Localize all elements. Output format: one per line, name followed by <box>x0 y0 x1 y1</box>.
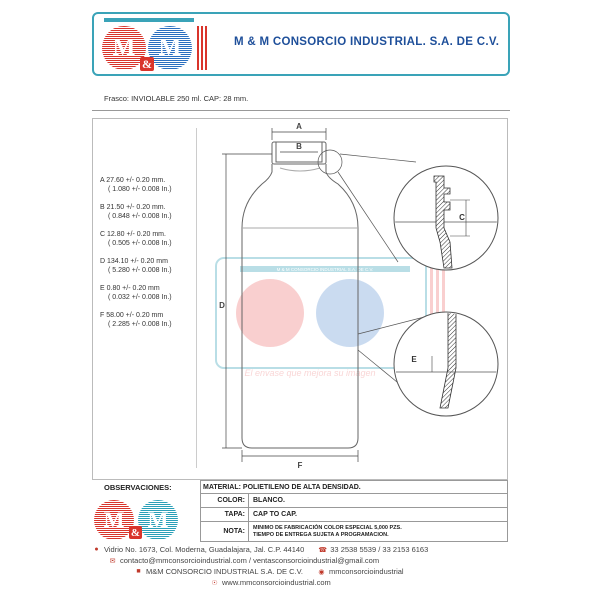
svg-text:M: M <box>148 507 169 532</box>
company-logo: M M & <box>100 18 210 71</box>
globe-icon: ☉ <box>211 579 218 587</box>
color-key: COLOR: <box>201 494 249 507</box>
nota-value: MINIMO DE FABRICACIÓN COLOR ESPECIAL 5,0… <box>249 525 402 539</box>
table-row-nota: NOTA: MINIMO DE FABRICACIÓN COLOR ESPECI… <box>200 522 508 542</box>
spec-b-mm: B 21.50 +/- 0.20 mm. <box>100 204 166 211</box>
svg-text:M: M <box>113 35 136 61</box>
bottle-drawing: M & M CONSORCIO INDUSTRIAL S.A. DE C.V. … <box>215 122 499 470</box>
phone-icon: ☎ <box>318 546 328 554</box>
contact-info: ● Vidrio No. 1673, Col. Moderna, Guadala… <box>84 544 516 588</box>
technical-drawing-frame <box>92 118 508 480</box>
company-name: M & M CONSORCIO INDUSTRIAL. S.A. DE C.V. <box>234 36 500 48</box>
svg-text:&: & <box>131 527 140 539</box>
contact-social-line: ■ M&M CONSORCIO INDUSTRIAL S.A. DE C.V. … <box>84 566 516 577</box>
spec-c-mm: C 12.80 +/- 0.20 mm. <box>100 231 166 238</box>
phone-text[interactable]: 33 2538 5539 / 33 2153 6163 <box>330 545 429 554</box>
table-row-tapa: TAPA: CAP TO CAP. <box>200 508 508 522</box>
wall-detail-callout: E <box>357 311 499 417</box>
spec-d-in: ( 5.280 +/- 0.008 In.) <box>108 267 172 274</box>
spec-c-in: ( 0.505 +/- 0.008 In.) <box>108 240 172 247</box>
email-icon: ✉ <box>109 557 116 565</box>
svg-text:M: M <box>104 507 125 532</box>
watermark-bar-text: M & M CONSORCIO INDUSTRIAL S.A. DE C.V. <box>277 267 374 272</box>
spec-separator <box>196 128 197 468</box>
web-text[interactable]: www.mmconsorcioindustrial.com <box>222 578 331 587</box>
facebook-text[interactable]: M&M CONSORCIO INDUSTRIAL S.A. DE C.V. <box>146 567 303 576</box>
dimension-d: D <box>219 153 272 449</box>
dimension-b: B <box>280 142 318 153</box>
nota-line-2: TIEMPO DE ENTREGA SUJETA A PROGRAMACION. <box>253 531 389 538</box>
svg-text:M: M <box>159 35 182 61</box>
observations-label: OBSERVACIONES: <box>104 483 172 492</box>
spec-a-in: ( 1.080 +/- 0.008 In.) <box>108 186 172 193</box>
contact-email-line: ✉ contacto@mmconsorcioindustrial.com / v… <box>84 555 516 566</box>
facebook-icon: ■ <box>136 568 141 575</box>
neck-detail-callout: C <box>317 149 499 271</box>
table-row-material: MATERIAL: POLIETILENO DE ALTA DENSIDAD. <box>200 480 508 494</box>
spec-d-mm: D 134.10 +/- 0.20 mm <box>100 258 168 265</box>
spec-e: E 0.80 +/- 0.20 mm ( 0.032 +/- 0.008 In.… <box>100 284 200 302</box>
contact-web-line: ☉ www.mmconsorcioindustrial.com <box>84 577 516 588</box>
spec-f-mm: F 58.00 +/- 0.20 mm <box>100 312 164 319</box>
dim-label-d: D <box>219 301 225 310</box>
nota-key: NOTA: <box>201 522 249 541</box>
dim-label-f: F <box>298 461 303 470</box>
svg-text:&: & <box>142 57 152 71</box>
divider <box>92 110 510 111</box>
address-text: Vidrio No. 1673, Col. Moderna, Guadalaja… <box>104 545 305 554</box>
spec-c: C 12.80 +/- 0.20 mm. ( 0.505 +/- 0.008 I… <box>100 230 200 248</box>
nota-line-1: MINIMO DE FABRICACIÓN COLOR ESPECIAL 5,0… <box>253 524 402 531</box>
spec-f: F 58.00 +/- 0.20 mm ( 2.285 +/- 0.008 In… <box>100 311 200 329</box>
tapa-key: TAPA: <box>201 508 249 521</box>
watermark-slogan: El envase que mejora su imagen <box>244 368 375 378</box>
contact-address-line: ● Vidrio No. 1673, Col. Moderna, Guadala… <box>84 544 516 555</box>
spec-f-in: ( 2.285 +/- 0.008 In.) <box>108 321 172 328</box>
dimension-spec-list: A 27.60 +/- 0.20 mm. ( 1.080 +/- 0.008 I… <box>100 176 200 338</box>
color-value: BLANCO. <box>253 497 285 504</box>
spec-e-in: ( 0.032 +/- 0.008 In.) <box>108 294 172 301</box>
dim-label-e: E <box>411 355 417 364</box>
spec-d: D 134.10 +/- 0.20 mm ( 5.280 +/- 0.008 I… <box>100 257 200 275</box>
instagram-text[interactable]: mmconsorcioindustrial <box>328 567 404 576</box>
dim-label-c: C <box>459 213 465 222</box>
location-pin-icon: ● <box>94 546 99 553</box>
dim-label-b: B <box>296 142 302 151</box>
instagram-icon: ◉ <box>318 568 325 576</box>
spec-a-mm: A 27.60 +/- 0.20 mm. <box>100 177 166 184</box>
dimension-a: A <box>271 122 327 140</box>
spec-b: B 21.50 +/- 0.20 mm. ( 0.848 +/- 0.008 I… <box>100 203 200 221</box>
dim-label-a: A <box>296 122 302 131</box>
tapa-value: CAP TO CAP. <box>253 511 297 518</box>
dimension-f: F <box>241 450 359 470</box>
product-description: Frasco: INVIOLABLE 250 ml. CAP: 28 mm. <box>104 94 249 103</box>
bottle-outline <box>241 141 359 449</box>
footer-logo: M M & <box>94 500 178 540</box>
company-header: M M & M & M CONSORCIO INDUSTRIAL. S.A. D… <box>92 12 510 76</box>
material-value: MATERIAL: POLIETILENO DE ALTA DENSIDAD. <box>203 483 361 491</box>
table-row-color: COLOR: BLANCO. <box>200 494 508 508</box>
watermark: M & M CONSORCIO INDUSTRIAL S.A. DE C.V. … <box>215 257 445 378</box>
mm-logo-graphic: M M & <box>102 26 207 71</box>
spec-b-in: ( 0.848 +/- 0.008 In.) <box>108 213 172 220</box>
email-text[interactable]: contacto@mmconsorcioindustrial.com / ven… <box>120 556 380 565</box>
spec-a: A 27.60 +/- 0.20 mm. ( 1.080 +/- 0.008 I… <box>100 176 200 194</box>
spec-e-mm: E 0.80 +/- 0.20 mm <box>100 285 160 292</box>
specifications-table: MATERIAL: POLIETILENO DE ALTA DENSIDAD. … <box>200 480 508 542</box>
logo-top-bar <box>104 18 194 22</box>
